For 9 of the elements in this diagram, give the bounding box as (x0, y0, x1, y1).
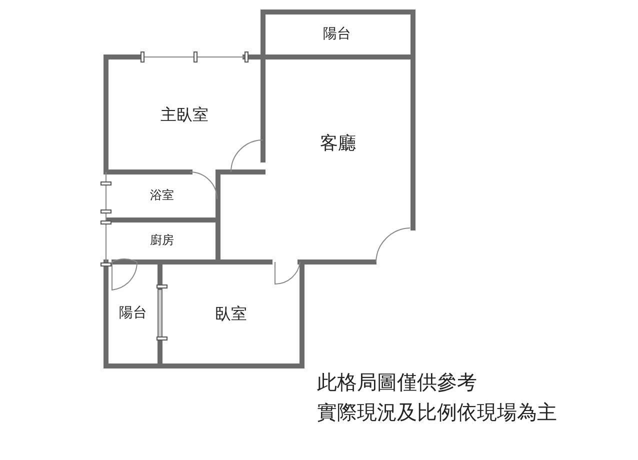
disclaimer-note: 實際現況及比例依現場為主 (317, 400, 557, 424)
room-label: 臥室 (215, 305, 247, 323)
room-label: 廚房 (150, 234, 174, 248)
room-label: 主臥室 (160, 106, 208, 124)
room-label: 陽台 (323, 27, 351, 43)
room-label: 浴室 (150, 189, 174, 203)
room-label: 客廳 (320, 134, 356, 154)
disclaimer-note: 此格局圖僅供參考 (317, 370, 477, 394)
room-label: 陽台 (119, 306, 147, 322)
